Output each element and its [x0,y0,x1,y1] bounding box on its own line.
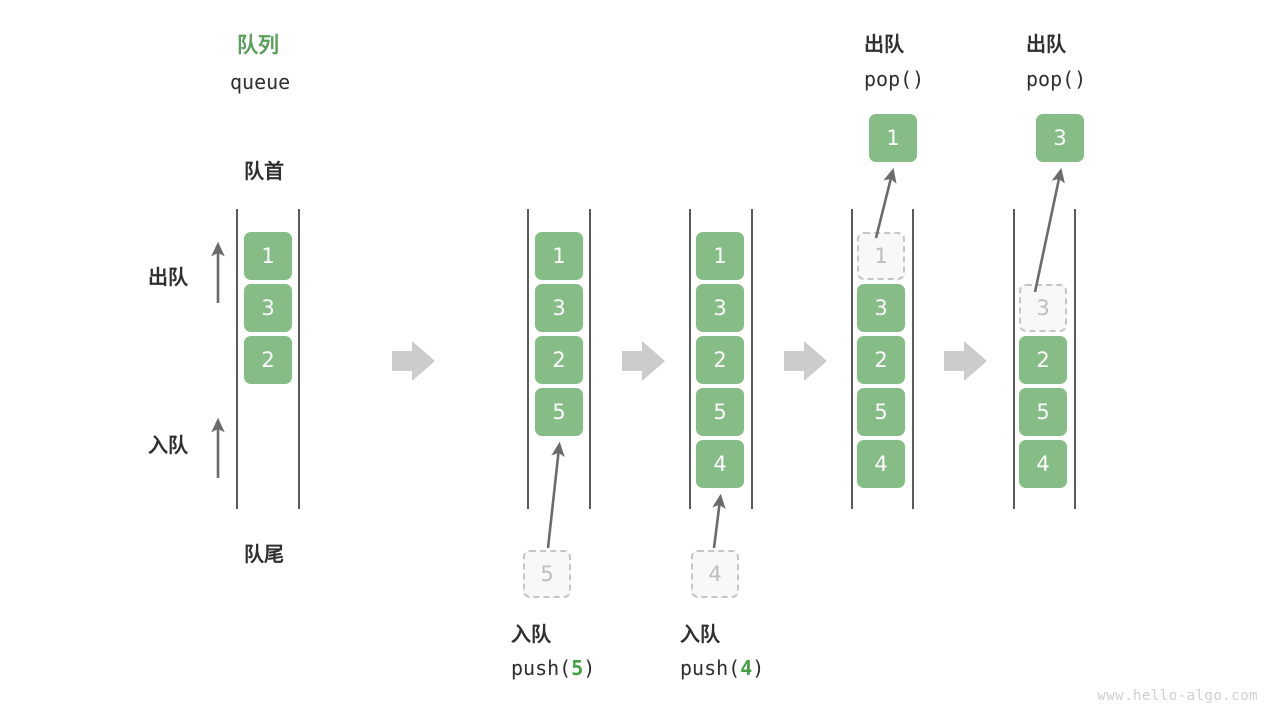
queue-rail-left-step5 [1013,209,1015,509]
step-separator-arrow [392,341,435,381]
step-header-cn: 出队 [864,32,904,56]
queue-title-cn: 队列 [237,33,279,57]
step-header-cn: 出队 [1026,32,1066,56]
enqueue-direction-label: 入队 [148,433,188,457]
incoming-element-ghost: 4 [691,550,739,598]
push-arrow-step3 [712,493,726,549]
queue-cell: 3 [535,284,583,332]
queue-cell: 4 [1019,440,1067,488]
queue-cell: 1 [244,232,292,280]
queue-rail-left-step3 [689,209,691,509]
queue-cell: 4 [857,440,905,488]
popped-element: 1 [869,114,917,162]
queue-cell: 2 [535,336,583,384]
push-code-value: 4 [740,656,753,680]
queue-cell: 1 [696,232,744,280]
queue-cell: 1 [535,232,583,280]
queue-cell-pushed: 4 [696,440,744,488]
step-caption-code: push(4) [680,656,765,681]
queue-cell: 3 [244,284,292,332]
queue-title-en: queue [230,70,291,94]
front-label: 队首 [244,159,284,183]
queue-rail-right-step2 [589,209,591,509]
queue-rail-right-step5 [1074,209,1076,509]
queue-cell: 2 [1019,336,1067,384]
site-watermark: www.hello-algo.com [1097,688,1258,704]
push-code-value: 5 [571,656,584,680]
queue-rail-left-step2 [527,209,529,509]
queue-cell-pushed: 5 [535,388,583,436]
pop-arrow-step4 [874,167,897,239]
queue-cell: 2 [857,336,905,384]
step-separator-arrow [784,341,827,381]
pop-arrow-step5 [1033,167,1065,293]
push-code-prefix: push( [680,656,741,680]
rear-label: 队尾 [244,542,284,566]
step-caption-cn: 入队 [680,622,720,646]
step-separator-arrow [622,341,665,381]
step-caption-cn: 入队 [511,622,551,646]
queue-cell: 5 [696,388,744,436]
push-code-prefix: push( [511,656,572,680]
push-code-suffix: ) [752,656,765,680]
queue-cell: 2 [244,336,292,384]
queue-cell: 5 [1019,388,1067,436]
incoming-element-ghost: 5 [523,550,571,598]
queue-rail-right-step1 [298,209,300,509]
queue-rail-left-step1 [236,209,238,509]
step-header-code: pop() [864,67,925,91]
queue-cell: 2 [696,336,744,384]
queue-cell: 5 [857,388,905,436]
push-code-suffix: ) [583,656,596,680]
popped-element: 3 [1036,114,1084,162]
queue-rail-left-step4 [851,209,853,509]
queue-cell-removed-ghost: 1 [857,232,905,280]
queue-cell-removed-ghost: 3 [1019,284,1067,332]
step-separator-arrow [944,341,987,381]
push-arrow-step2 [546,441,565,549]
queue-cell: 3 [857,284,905,332]
step-caption-code: push(5) [511,656,596,681]
queue-rail-right-step3 [751,209,753,509]
queue-cell: 3 [696,284,744,332]
queue-rail-right-step4 [912,209,914,509]
step-header-code: pop() [1026,67,1087,91]
dequeue-direction-label: 出队 [148,265,188,289]
